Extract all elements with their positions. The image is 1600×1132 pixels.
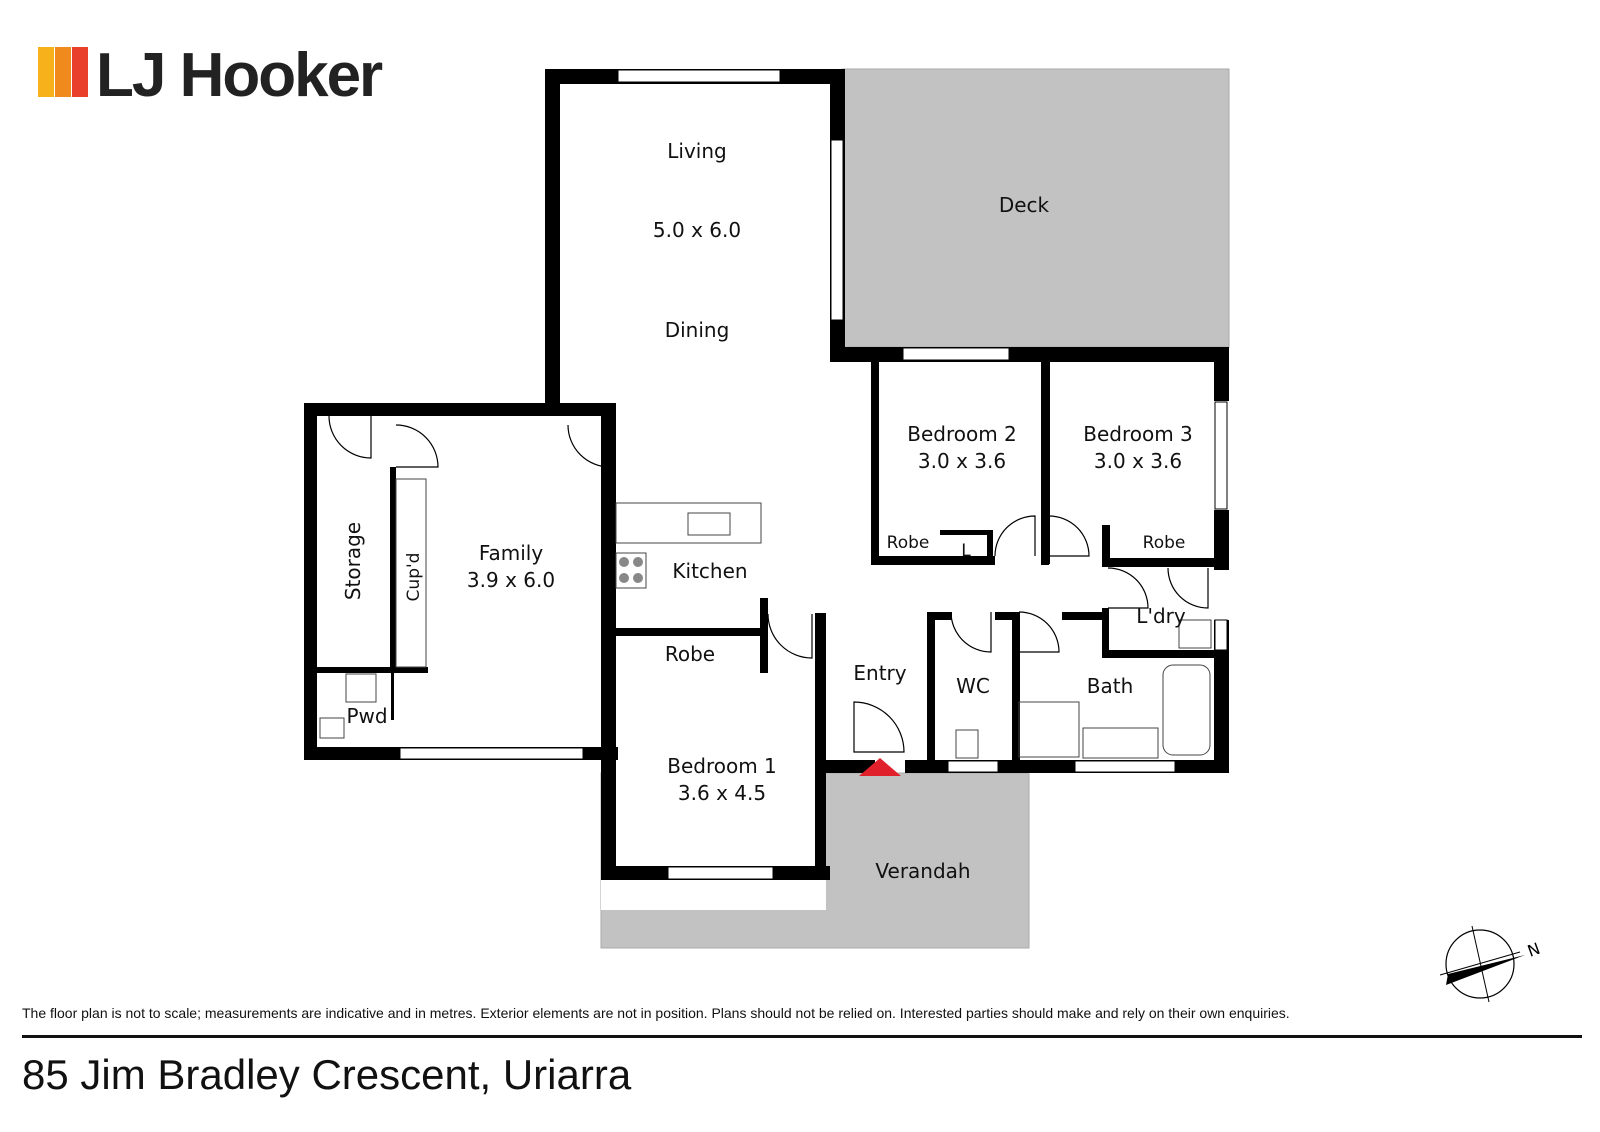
pwd-basin [345,673,377,703]
bedroom1-floor [601,760,826,910]
property-address: 85 Jim Bradley Crescent, Uriarra [22,1051,632,1098]
room-label-cupboard: Cup'd [404,553,424,602]
cooktop-burners [619,557,643,583]
shower [1018,701,1080,758]
kitchen-sink [687,512,731,536]
room-label-wc: WC [956,674,990,698]
doors [328,415,1209,753]
room-label-bedroom2: Bedroom 2 [907,422,1017,446]
logo-stripe-red [72,47,88,97]
room-dims-family: 3.9 x 6.0 [467,568,555,592]
room-label-family: Family [479,541,544,565]
lj-hooker-logo: LJ Hooker [38,41,385,110]
divider [22,1035,1582,1038]
room-label-dining: Dining [665,318,730,342]
room-label-bedroom3: Bedroom 3 [1083,422,1193,446]
bath-vanity [1082,727,1159,759]
room-label-robe-bed3: Robe [1143,533,1186,553]
cooktop [615,552,647,589]
room-label-living: Living [667,139,726,163]
kitchen-bench [615,502,762,544]
room-dims-living: 5.0 x 6.0 [653,218,741,242]
room-label-entry: Entry [853,661,906,685]
fixtures [319,478,1212,759]
room-label-bath: Bath [1087,674,1134,698]
logo-stripe-orange [55,47,71,97]
laundry-tub [1178,619,1212,649]
room-label-laundry: L'dry [1136,604,1186,628]
room-label-linen: L [961,541,971,561]
pwd-toilet [319,717,345,739]
room-label-robe-bed2: Robe [887,533,930,553]
room-label-kitchen: Kitchen [672,559,747,583]
room-label-storage: Storage [341,522,365,600]
compass-north-label: N [1525,939,1543,961]
windows [399,69,1228,880]
room-dims-bedroom1: 3.6 x 4.5 [678,781,766,805]
room-dims-bedroom3: 3.0 x 3.6 [1094,449,1182,473]
room-label-pwd: Pwd [346,704,387,728]
room-label-deck: Deck [999,193,1050,217]
room-dims-bedroom2: 3.0 x 3.6 [918,449,1006,473]
room-label-robe-bed1: Robe [665,642,715,666]
room-label-verandah: Verandah [875,859,970,883]
compass-icon: N [1439,925,1543,1003]
bathtub [1162,664,1211,756]
entry-marker [859,758,901,776]
wc-toilet [955,729,979,759]
logo-stripe-yellow [38,47,54,97]
logo-text: LJ Hooker [96,41,383,110]
deck-area [841,68,1230,348]
disclaimer-text: The floor plan is not to scale; measurem… [22,1005,1290,1021]
room-label-bedroom1: Bedroom 1 [667,754,777,778]
cupboard-shelf [395,478,427,668]
